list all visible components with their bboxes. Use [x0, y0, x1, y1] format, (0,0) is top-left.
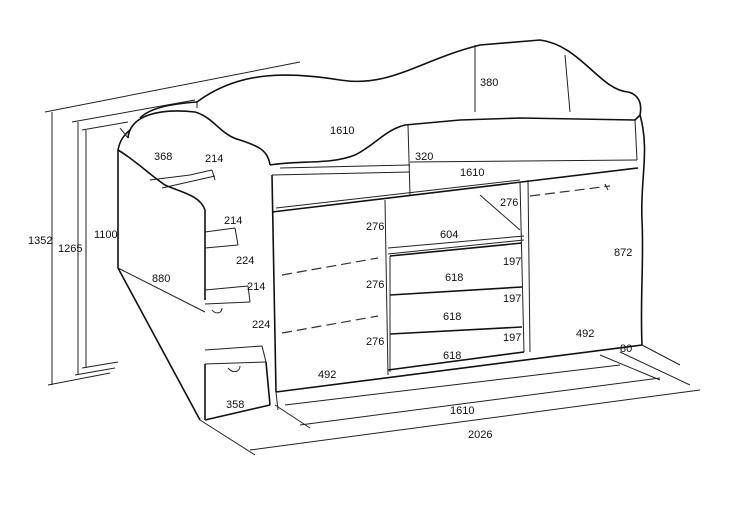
label-step-h5: 224	[252, 319, 270, 331]
upper-guard	[127, 39, 642, 196]
label-platform-height: 1100	[94, 229, 118, 241]
label-drawer-width-1: 618	[445, 272, 463, 284]
label-step-h2: 214	[224, 215, 242, 227]
label-step-depth-top: 368	[154, 151, 172, 163]
label-step-h1: 214	[205, 153, 223, 165]
label-guard-height: 1265	[58, 243, 82, 255]
label-left-section-h3: 276	[366, 336, 384, 348]
dimension-labels: 1352 1265 1100 368 214 214 224 214 224 8…	[28, 77, 632, 441]
label-niche-height: 276	[500, 197, 518, 209]
label-left-cabinet-width: 492	[318, 369, 336, 381]
label-drawer-width-3: 618	[443, 350, 461, 362]
label-drawer-width-2: 618	[443, 311, 461, 323]
label-step-h4: 214	[247, 281, 265, 293]
label-bottom-length-total: 2026	[468, 429, 492, 441]
label-drawer-height-1: 197	[503, 256, 521, 268]
label-left-section-h1: 276	[366, 221, 384, 233]
label-drawer-height-2: 197	[503, 293, 521, 305]
label-guard-rise: 380	[480, 77, 498, 89]
label-stair-length: 880	[152, 273, 170, 285]
door-handles	[281, 185, 611, 334]
drawers	[387, 242, 525, 372]
floor-dimension-lines	[199, 344, 701, 456]
label-guard-front-height: 320	[415, 151, 433, 163]
staircase	[117, 127, 271, 421]
label-right-cabinet-width: 492	[576, 328, 594, 340]
label-guard-length: 1610	[330, 125, 354, 137]
label-overall-height: 1352	[28, 235, 52, 247]
height-dimension-lines	[44, 61, 301, 386]
label-step-h3: 224	[236, 255, 254, 267]
bed-body	[271, 114, 646, 393]
label-shelf-width: 604	[440, 229, 458, 241]
label-bottom-length-inner: 1610	[450, 405, 474, 417]
label-plinth: 80	[620, 343, 632, 355]
label-stair-width-bottom: 358	[226, 399, 244, 411]
label-desk-length: 1610	[460, 167, 484, 179]
label-right-cabinet-height: 872	[614, 247, 632, 259]
label-drawer-height-3: 197	[503, 332, 521, 344]
label-left-section-h2: 276	[366, 279, 384, 291]
